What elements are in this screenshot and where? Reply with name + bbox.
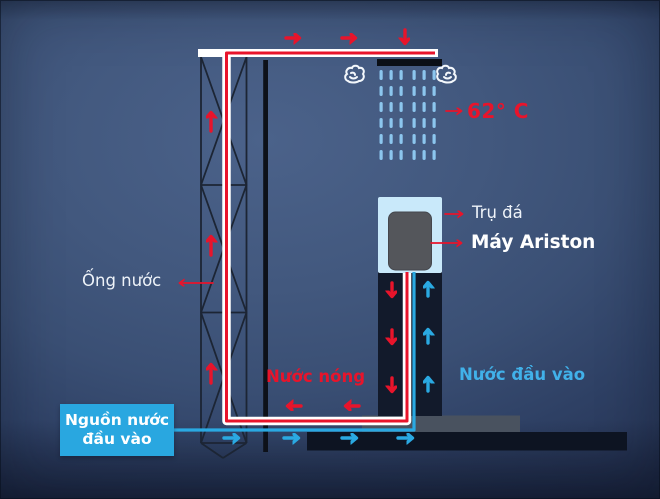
input-water-label: Nước đầu vào [459, 365, 586, 384]
shower-head [377, 59, 442, 66]
temperature-label: 62° C [467, 99, 529, 123]
cold-water-pipe [170, 272, 416, 432]
water-source-label-line1: Nguồn nước [64, 410, 170, 429]
hot-flow-arrows [211, 28, 405, 406]
ariston-machine-label: Máy Ariston [471, 232, 596, 253]
steam-cloud-icon [344, 64, 457, 84]
ground-bar [307, 432, 627, 451]
water-source-label-line2: đầu vào [82, 430, 152, 448]
shower-spray-icon [379, 70, 436, 160]
stone-pillar-label: Trụ đá [472, 203, 523, 222]
cold-flow-arrows [222, 283, 428, 438]
ariston-machine [388, 211, 432, 271]
pointer-arrows [180, 111, 462, 283]
water-pipe-label: Ống nước [82, 271, 162, 290]
hot-water-label: Nước nóng [266, 367, 366, 386]
water-source-label-box: Nguồn nước đầu vào [60, 404, 174, 456]
support-pole [263, 60, 268, 452]
hot-water-pipe [198, 49, 438, 426]
